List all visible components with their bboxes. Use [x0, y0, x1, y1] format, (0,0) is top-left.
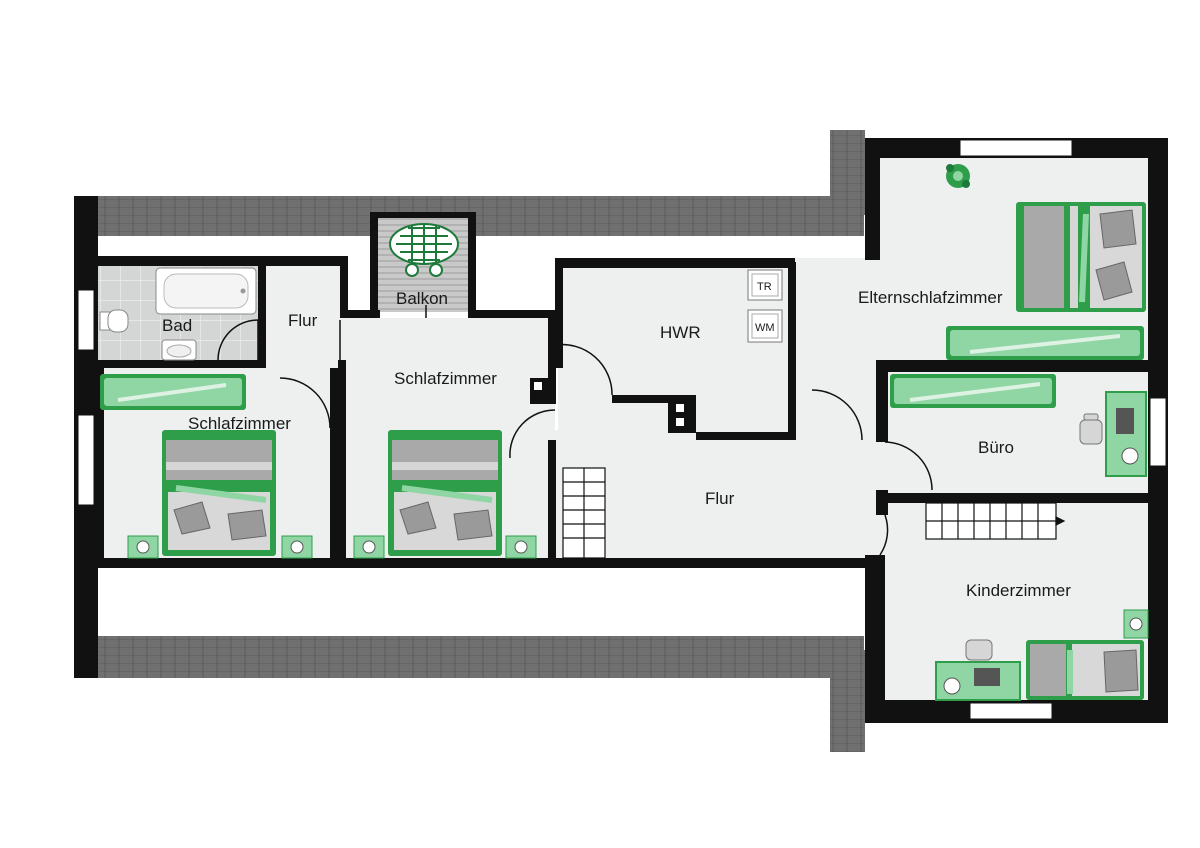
walls	[74, 138, 1168, 723]
nightstand-middle-2	[505, 535, 537, 559]
washer-icon	[747, 309, 783, 343]
doors	[217, 305, 933, 556]
room-label-hwr: HWR	[660, 323, 701, 342]
bathtub-icon	[155, 267, 257, 315]
room-label-kinderzimmer: Kinderzimmer	[966, 581, 1071, 600]
room-label-bad: Bad	[162, 316, 192, 335]
nightstand-middle-1	[353, 535, 385, 559]
room-label-flur-main: Flur	[705, 489, 735, 508]
bed-parents	[1016, 202, 1146, 312]
toilet-icon	[99, 309, 129, 333]
pillars	[534, 382, 684, 426]
wardrobe-parents	[946, 326, 1144, 360]
room-label-buero: Büro	[978, 438, 1014, 457]
nightstand-kids	[1123, 609, 1149, 639]
chair-office-icon	[1079, 413, 1103, 445]
nightstand-left-1	[127, 535, 159, 559]
flower-icon	[946, 164, 970, 188]
bed-kids	[1026, 640, 1144, 700]
desk-kids	[935, 661, 1021, 701]
dryer-icon	[747, 269, 783, 301]
nightstand-left-2	[281, 535, 313, 559]
room-label-elternschlafzimmer: Elternschlafzimmer	[858, 288, 1003, 307]
plant-icon	[389, 223, 459, 277]
bed-left	[162, 430, 276, 556]
room-label-schlafzimmer-middle: Schlafzimmer	[394, 369, 497, 388]
bed-middle	[388, 430, 502, 556]
desk-office	[1105, 391, 1147, 477]
windows	[77, 139, 1167, 720]
washer-label: WM	[755, 322, 775, 334]
room-label-balkon: Balkon	[396, 289, 448, 308]
sink-icon	[161, 339, 197, 361]
wardrobe-left	[100, 374, 246, 410]
shelf-office	[890, 374, 1056, 408]
chair-kids-icon	[965, 639, 993, 661]
room-label-flur-small: Flur	[288, 311, 318, 330]
stairs-right	[925, 502, 1066, 540]
stairs-left	[562, 467, 606, 559]
room-label-schlafzimmer-left: Schlafzimmer	[188, 414, 291, 433]
dryer-label: TR	[757, 281, 772, 293]
